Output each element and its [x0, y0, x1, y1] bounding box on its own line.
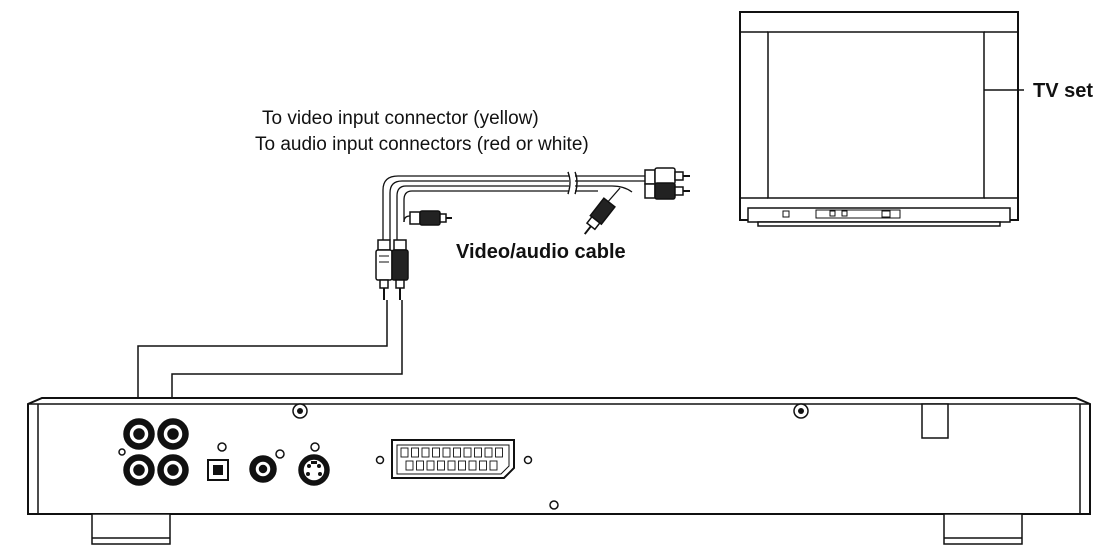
- route-line-left: [137, 300, 388, 414]
- cable-label: Video/audio cable: [456, 241, 626, 263]
- optical-port: [207, 442, 229, 481]
- scart-pin: [432, 447, 440, 458]
- scart-pin: [484, 447, 493, 458]
- tv-set-label: TV set: [1033, 80, 1094, 102]
- tv-plugs: [644, 167, 690, 200]
- coaxial-port: [249, 449, 285, 483]
- scart-pin: [416, 460, 424, 471]
- scart-pin: [463, 447, 472, 458]
- player-plugs: [375, 239, 409, 300]
- video-audio-cable: [133, 167, 690, 418]
- scart-pin: [489, 460, 498, 471]
- scart-port: [375, 439, 533, 479]
- scart-pin: [442, 447, 451, 458]
- scart-pin: [437, 460, 445, 471]
- dvd-player: [27, 397, 1091, 545]
- scart-pin: [495, 447, 503, 458]
- tv-set: [739, 11, 1024, 227]
- route-line-right: [171, 300, 403, 414]
- scart-pin: [458, 460, 466, 471]
- audio-connectors-label: To audio input connectors (red or white): [255, 134, 589, 155]
- scart-pin: [468, 460, 477, 471]
- scart-pin: [479, 460, 487, 471]
- scart-pin: [453, 447, 461, 458]
- rca-jacks: [118, 418, 189, 486]
- scart-pin: [411, 447, 419, 458]
- s-video-port: [298, 442, 330, 486]
- scart-pin: [421, 447, 430, 458]
- scart-pin: [405, 460, 414, 471]
- branch-plug: [403, 210, 452, 226]
- scart-pin: [447, 460, 456, 471]
- scart-pin: [400, 447, 409, 458]
- video-connector-label: To video input connector (yellow): [262, 108, 539, 129]
- scart-pin: [474, 447, 482, 458]
- scart-pin: [426, 460, 435, 471]
